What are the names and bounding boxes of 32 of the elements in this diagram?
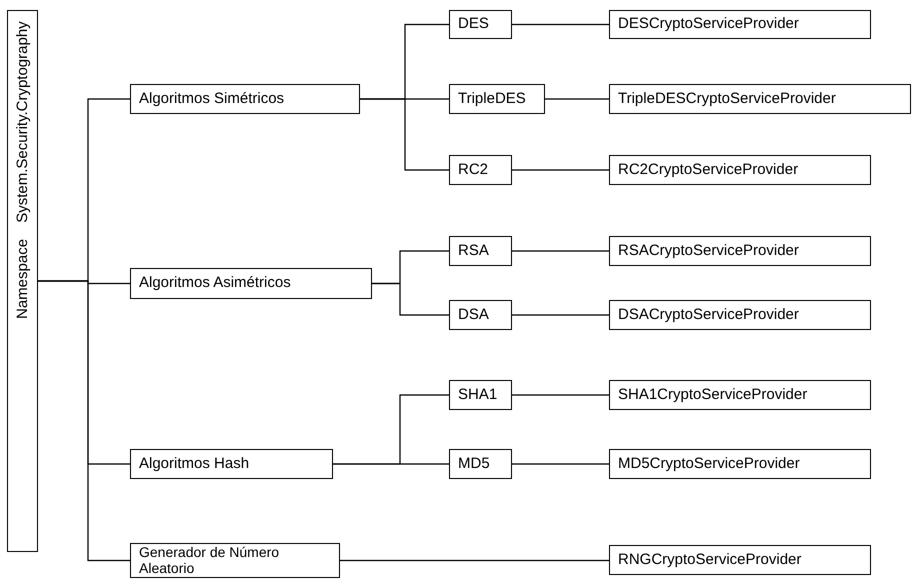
class-box: RNGCryptoServiceProvider [609, 545, 871, 575]
connector-line [38, 280, 130, 562]
class-box: DESCryptoServiceProvider [609, 10, 871, 39]
connector-line [512, 394, 609, 396]
class-box: Algoritmos Asimétricos [130, 268, 372, 299]
connector-line [512, 463, 609, 465]
class-box: MD5CryptoServiceProvider [609, 449, 871, 479]
connector-line [512, 169, 609, 171]
connector-line [545, 98, 609, 100]
class-box: TripleDESCryptoServiceProvider [609, 84, 911, 114]
class-box: Algoritmos Simétricos [130, 84, 360, 114]
connector-line [512, 24, 609, 26]
class-box: RSA [449, 236, 512, 266]
class-box: SHA1CryptoServiceProvider [609, 380, 871, 410]
connector-line [512, 314, 609, 316]
connector-line [340, 560, 609, 562]
connector-line [333, 463, 449, 465]
class-box: RC2CryptoServiceProvider [609, 155, 871, 185]
class-box: Generador de Número Aleatorio [130, 543, 340, 578]
connector-line [360, 98, 449, 171]
class-box: DSA [449, 300, 512, 330]
connector-line [372, 282, 449, 316]
class-box: TripleDES [449, 84, 545, 114]
class-box: MD5 [449, 449, 512, 479]
namespace-box: Namespace System.Security.Cryptography [7, 10, 38, 552]
class-box: DSACryptoServiceProvider [609, 300, 871, 330]
class-box: Algoritmos Hash [130, 449, 333, 479]
class-box: RSACryptoServiceProvider [609, 236, 871, 266]
class-box: RC2 [449, 155, 512, 185]
class-box: SHA1 [449, 380, 512, 410]
connector-line [512, 250, 609, 252]
class-box: DES [449, 10, 512, 39]
